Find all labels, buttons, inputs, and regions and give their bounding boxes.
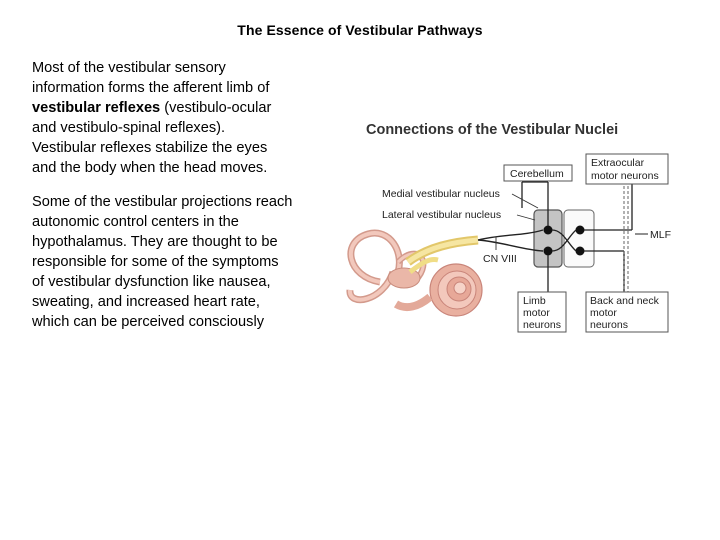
back-neck-target-neuron	[575, 246, 585, 256]
paragraph-reflexes: Most of the vestibular sensory informati…	[32, 58, 332, 178]
back-neck-label-1: Back and neck	[590, 295, 660, 307]
extraocular-label-1: Extraocular	[591, 157, 645, 169]
cochlea	[429, 263, 483, 317]
p1-bold-term: vestibular reflexes	[32, 100, 161, 116]
limb-label-3: neurons	[523, 319, 561, 331]
limb-label-1: Limb	[523, 295, 546, 307]
p1-line3: (vestibulo-ocular	[160, 100, 272, 116]
extraocular-target-neuron	[575, 225, 585, 235]
p1-line6: and the body when the head moves.	[32, 160, 268, 176]
cerebellum-label: Cerebellum	[510, 168, 564, 180]
afferent-path-lateral	[477, 239, 544, 252]
p2-line5: of vestibular dysfunction like nausea,	[32, 274, 271, 290]
limb-box	[517, 291, 567, 333]
figure-title: Connections of the Vestibular Nuclei	[366, 122, 618, 138]
p2-line6: sweating, and increased heart rate,	[32, 294, 260, 310]
cross-path-2	[551, 229, 577, 252]
extraocular-label-2: motor neurons	[591, 170, 659, 182]
lateral-nucleus-neuron	[543, 246, 553, 256]
slide-title: The Essence of Vestibular Pathways	[237, 22, 483, 38]
limb-label-2: motor	[523, 307, 550, 319]
lateral-nucleus-label: Lateral vestibular nucleus	[382, 209, 501, 221]
body-text: Most of the vestibular sensory informati…	[32, 58, 332, 346]
inner-ear-illustration	[346, 229, 483, 317]
cross-path-1	[551, 229, 577, 252]
p1-line5: Vestibular reflexes stabilize the eyes	[32, 140, 268, 156]
p2-line3: hypothalamus. They are thought to be	[32, 234, 278, 250]
back-neck-label-3: neurons	[590, 319, 628, 331]
cn8-label: CN VIII	[483, 253, 517, 265]
back-neck-label-2: motor	[590, 307, 617, 319]
p1-line4: and vestibulo-spinal reflexes).	[32, 120, 226, 136]
connections-diagram: Connections of the Vestibular Nuclei	[346, 122, 671, 333]
p2-line1: Some of the vestibular projections reach	[32, 194, 293, 210]
round-window-region	[393, 293, 433, 312]
cerebellum-box	[503, 164, 573, 182]
extraocular-box	[585, 153, 669, 185]
back-neck-box	[585, 291, 669, 333]
medial-leader	[511, 193, 539, 209]
vestibular-nuclei-figure: Connections of the Vestibular Nuclei	[338, 112, 688, 342]
p1-line1: Most of the vestibular sensory	[32, 60, 226, 76]
medial-nucleus-label: Medial vestibular nucleus	[382, 188, 500, 200]
paragraph-autonomic: Some of the vestibular projections reach…	[32, 192, 332, 332]
p2-line7: which can be perceived consciously	[32, 314, 265, 330]
p2-line4: responsible for some of the symptoms	[32, 254, 279, 270]
p1-line2: information forms the afferent limb of	[32, 80, 270, 96]
medial-nucleus-neuron	[543, 225, 553, 235]
lateral-leader	[516, 214, 536, 221]
brainstem-target-box	[563, 209, 595, 268]
p2-line2: autonomic control centers in the	[32, 214, 239, 230]
afferent-path-medial	[477, 229, 544, 241]
mlf-label: MLF	[650, 229, 671, 241]
